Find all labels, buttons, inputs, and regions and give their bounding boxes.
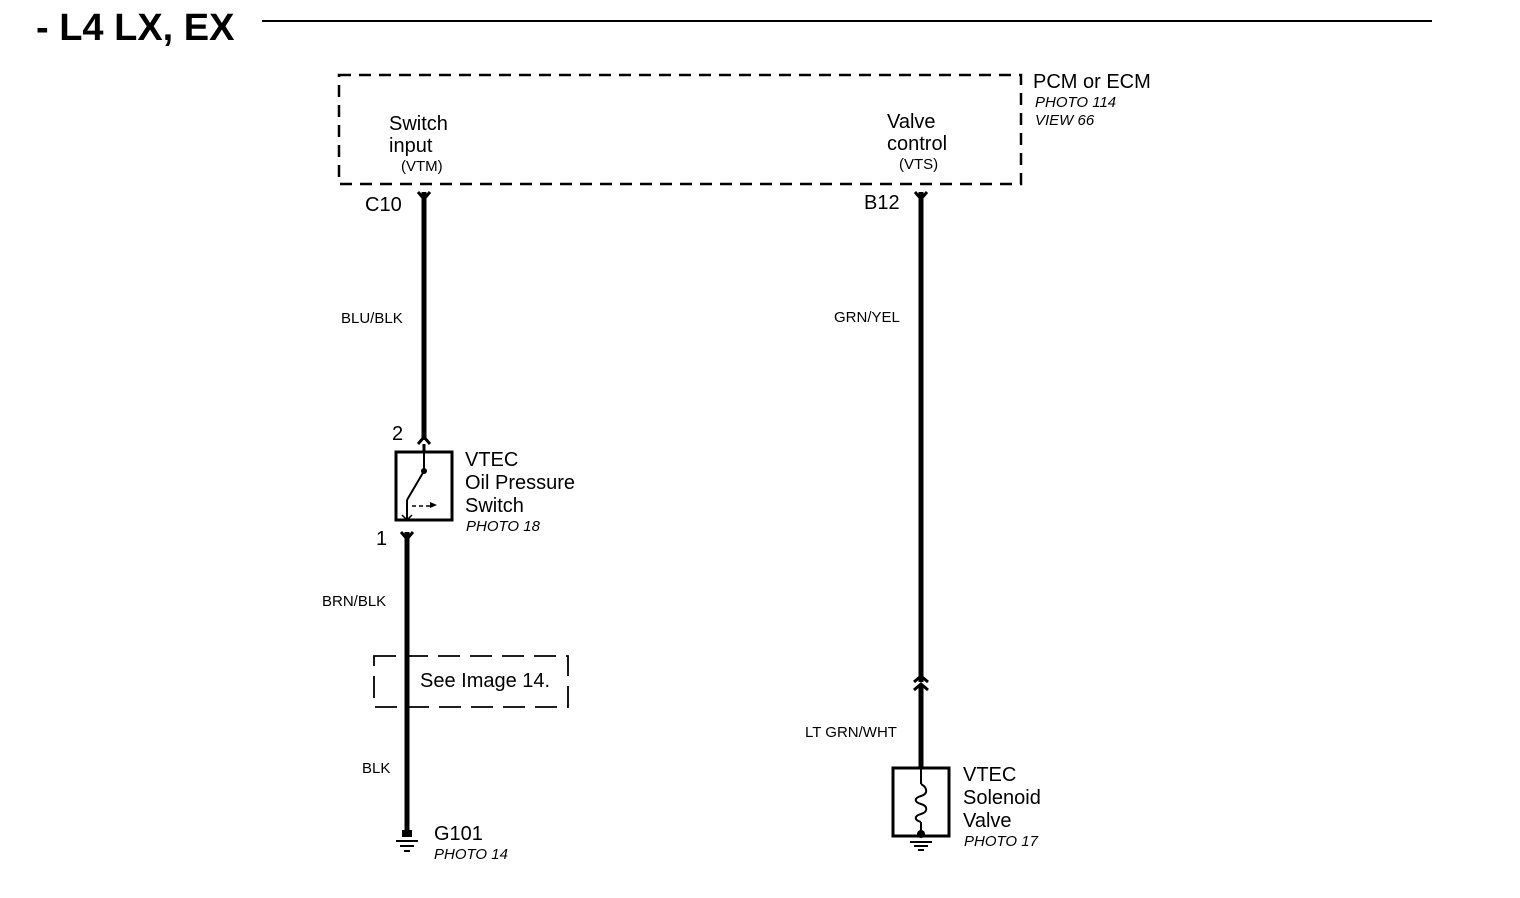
oil-switch-line2: Oil Pressure	[465, 472, 575, 494]
switch-pin2-label: 2	[392, 423, 403, 445]
solenoid-valve-icon	[891, 766, 951, 851]
pcm-view: VIEW 66	[1035, 112, 1095, 129]
oil-pressure-switch-icon	[394, 450, 454, 522]
pin-b12-label: B12	[864, 192, 900, 214]
solenoid-line1: VTEC	[963, 764, 1016, 786]
switch-pin1-label: 1	[376, 528, 387, 550]
see-image-box	[373, 655, 569, 708]
ground-icon	[396, 830, 418, 852]
solenoid-photo: PHOTO 17	[964, 833, 1039, 850]
valve-control-line2: control	[887, 133, 947, 155]
inline-connector-icon	[913, 674, 929, 692]
switch-input-line1: Switch	[389, 113, 448, 135]
ground-photo: PHOTO 14	[434, 846, 508, 863]
solenoid-line2: Solenoid	[963, 787, 1041, 809]
switch-input-line2: input	[389, 135, 433, 157]
wire-label-grn-yel: GRN/YEL	[834, 309, 900, 326]
valve-control-code: (VTS)	[899, 156, 938, 173]
wire-label-brn-blk: BRN/BLK	[322, 593, 386, 610]
wire-label-lt-grn-wht: LT GRN/WHT	[805, 724, 897, 741]
diagram-title: - L4 LX, EX	[36, 7, 235, 49]
switch-input-code: (VTM)	[401, 158, 443, 175]
oil-switch-line1: VTEC	[465, 449, 518, 471]
see-image-note: See Image 14.	[420, 670, 550, 692]
valve-control-line1: Valve	[887, 111, 936, 133]
oil-switch-line3: Switch	[465, 495, 524, 517]
pcm-box	[337, 73, 1023, 186]
switch-pin2-connector-icon	[416, 434, 432, 445]
oil-switch-photo: PHOTO 18	[466, 518, 541, 535]
solenoid-line3: Valve	[963, 810, 1012, 832]
pcm-photo: PHOTO 114	[1035, 94, 1116, 111]
pin-c10-label: C10	[365, 194, 402, 216]
wire-label-blk: BLK	[362, 760, 390, 777]
wire-label-blu-blk: BLU/BLK	[341, 310, 403, 327]
pcm-name: PCM or ECM	[1033, 71, 1151, 93]
ground-name: G101	[434, 823, 483, 845]
